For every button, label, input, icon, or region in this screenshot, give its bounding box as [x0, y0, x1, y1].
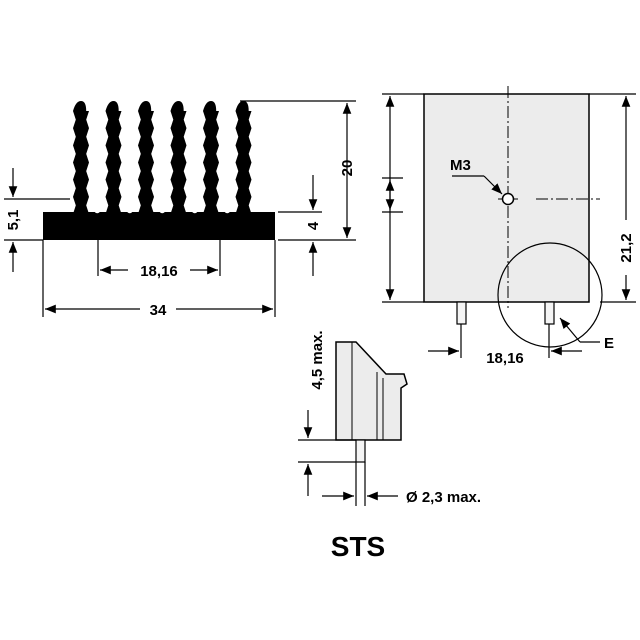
- detail-view: 4,5 max. Ø 2,3 max.: [298, 330, 481, 506]
- fin-root-notch: [94, 206, 101, 214]
- detail-label: E: [604, 335, 614, 352]
- pin-left: [456, 301, 467, 325]
- heatsink-fin: [73, 101, 89, 214]
- dim-height-label: 21,2: [618, 233, 635, 262]
- detail-e-leader-diag: [559, 317, 581, 343]
- heatsink-fins: [73, 101, 252, 214]
- heatsink-fin: [170, 101, 187, 214]
- m3-leader-diag: [483, 175, 503, 195]
- heatsink-fin: [235, 101, 252, 214]
- m3-hole: [501, 192, 515, 206]
- front-view: 20 4 5,1 18,16 34: [4, 100, 356, 319]
- dim-width-label: 34: [150, 302, 167, 319]
- thread-label: M3: [450, 157, 471, 174]
- side-view: M3 E 21,2 18,16: [382, 86, 636, 367]
- detail-e-circle: [497, 242, 603, 348]
- pin-right: [544, 301, 555, 325]
- dim-left-height-label: 5,1: [5, 210, 22, 231]
- dim-height-total-label: 20: [339, 160, 356, 177]
- fin-root-notch: [126, 206, 133, 214]
- side-pin-spacing-label: 18,16: [486, 350, 524, 367]
- pin-diameter-label: Ø 2,3 max.: [406, 489, 481, 506]
- pin-length-label: 4,5 max.: [309, 330, 326, 389]
- heatsink-fin: [203, 101, 219, 214]
- heatsink-fin: [105, 101, 122, 214]
- dim-base-thickness-label: 4: [305, 221, 322, 230]
- drawing-title: STS: [331, 531, 385, 562]
- detail-pin: [355, 439, 366, 463]
- fin-root-notch: [224, 206, 231, 214]
- fin-root-notch: [191, 206, 198, 214]
- heatsink-fin: [138, 101, 154, 214]
- fin-root-notch: [159, 206, 166, 214]
- detail-body: [335, 341, 408, 441]
- dim-pin-spacing-label: 18,16: [140, 263, 178, 280]
- heatsink-base: [43, 212, 275, 240]
